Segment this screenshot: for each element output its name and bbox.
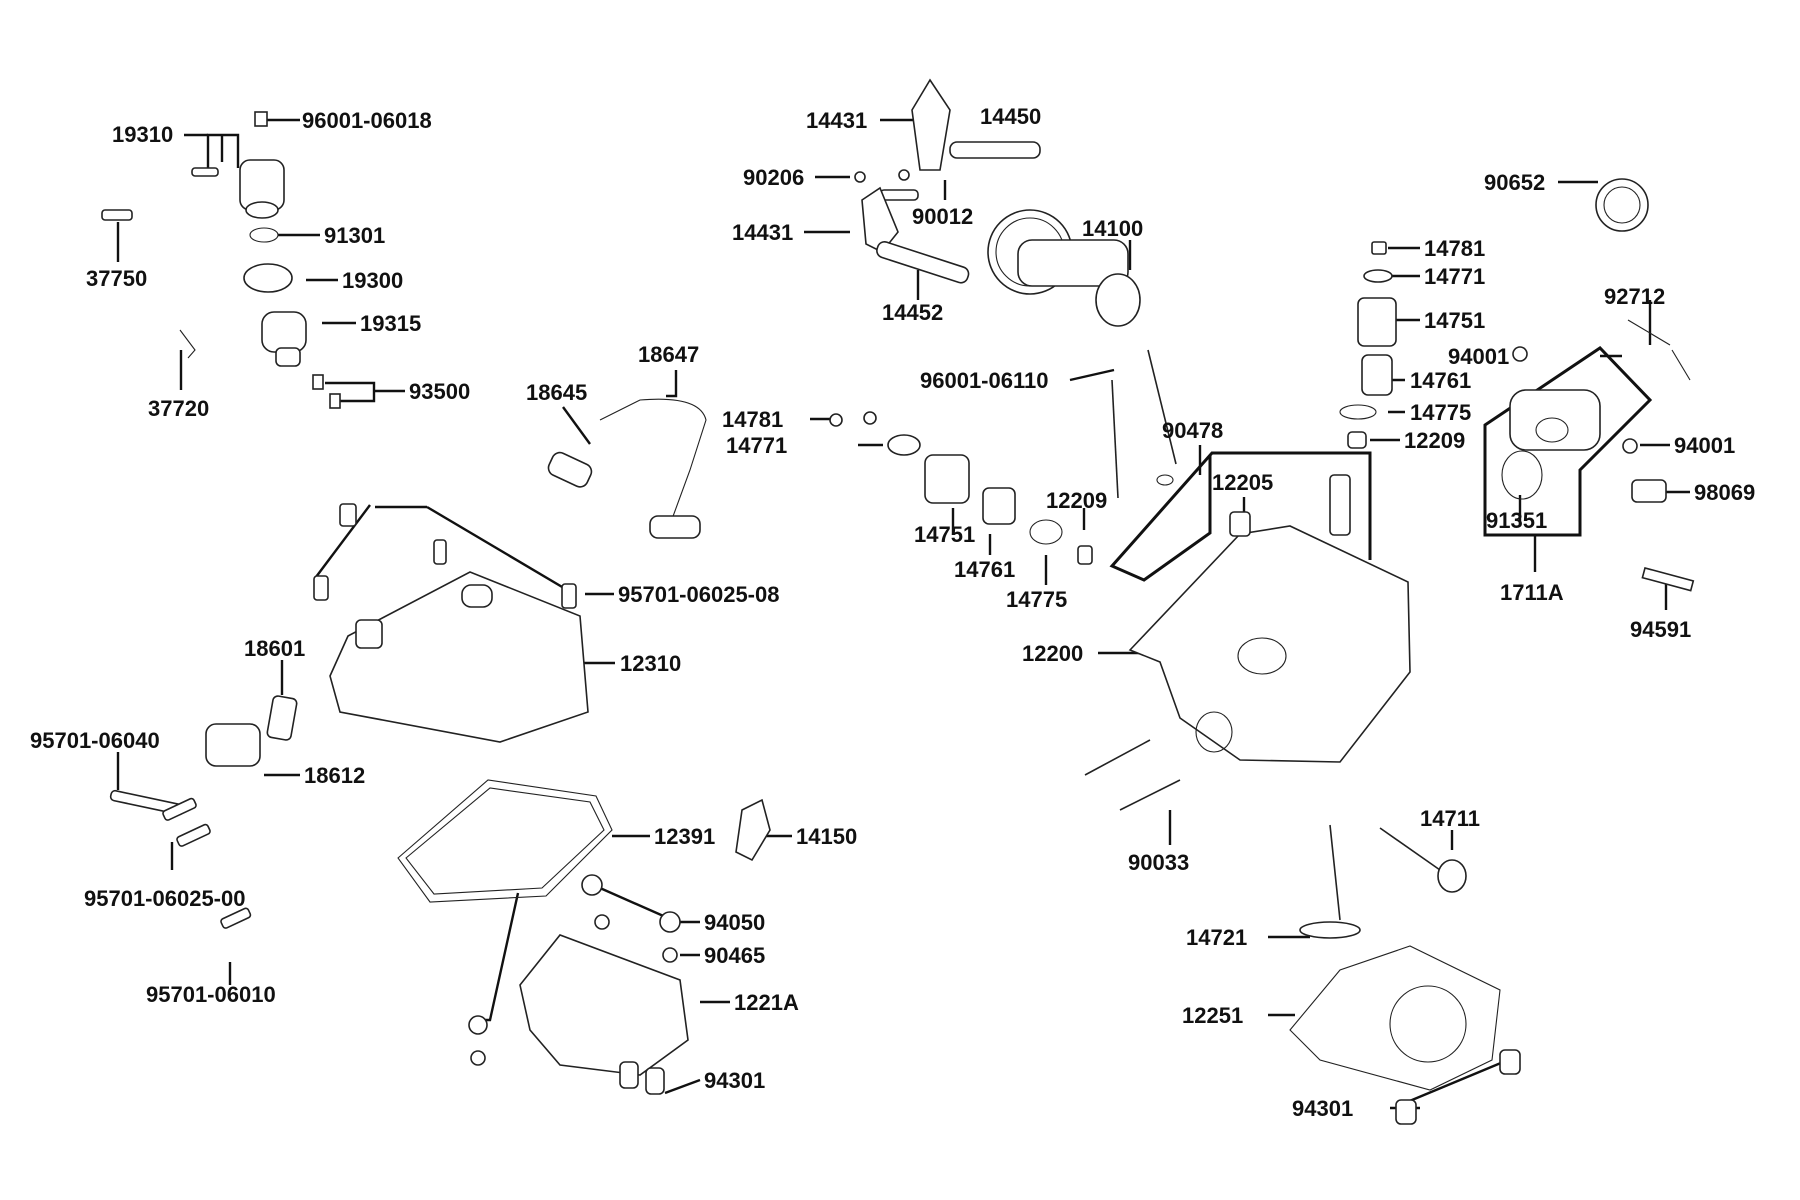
part-label: 91351 — [1486, 508, 1547, 533]
part-label: 12310 — [620, 651, 681, 676]
part-label: 14431 — [732, 220, 793, 245]
part-label: 12251 — [1182, 1003, 1243, 1028]
part-label: 14450 — [980, 104, 1041, 129]
part-label: 91301 — [324, 223, 385, 248]
part-label: 37750 — [86, 266, 147, 291]
part-label: 90033 — [1128, 850, 1189, 875]
part-label: 92712 — [1604, 284, 1665, 309]
part-label: 96001-06110 — [920, 368, 1048, 393]
part-label: 12209 — [1404, 428, 1465, 453]
part-label: 96001-06018 — [302, 108, 432, 133]
part-label: 95701-06025-08 — [618, 582, 779, 607]
part-label: 14775 — [1006, 587, 1067, 612]
part-label: 14751 — [914, 522, 975, 547]
part-label: 14711 — [1420, 806, 1480, 831]
part-label: 94050 — [704, 910, 765, 935]
part-labels: 96001-06018 19310 91301 37750 19300 1931… — [30, 104, 1755, 1121]
part-label: 12391 — [654, 824, 715, 849]
part-label: 94301 — [704, 1068, 765, 1093]
part-label: 12205 — [1212, 470, 1273, 495]
part-label: 18612 — [304, 763, 365, 788]
part-label: 14761 — [954, 557, 1015, 582]
part-label: 94001 — [1448, 344, 1509, 369]
part-label: 95701-06025-00 — [84, 886, 245, 911]
part-label: 90478 — [1162, 418, 1223, 443]
part-label: 94001 — [1674, 433, 1735, 458]
part-label: 90652 — [1484, 170, 1545, 195]
part-label: 98069 — [1694, 480, 1755, 505]
part-label: 95701-06040 — [30, 728, 160, 753]
part-label: 14721 — [1186, 925, 1247, 950]
part-label: 94591 — [1630, 617, 1691, 642]
part-label: 12200 — [1022, 641, 1083, 666]
part-label: 94301 — [1292, 1096, 1353, 1121]
part-label: 95701-06010 — [146, 982, 276, 1007]
part-label: 19315 — [360, 311, 421, 336]
part-label: 14781 — [1424, 236, 1485, 261]
part-label: 14771 — [1424, 264, 1485, 289]
part-label: 14452 — [882, 300, 943, 325]
part-label: 12209 — [1046, 488, 1107, 513]
part-label: 18645 — [526, 380, 587, 405]
part-label: 90465 — [704, 943, 765, 968]
part-label: 14781 — [722, 407, 783, 432]
part-label: 1711A — [1500, 580, 1564, 605]
part-label: 18647 — [638, 342, 699, 367]
part-label: 90012 — [912, 204, 973, 229]
part-label: 90206 — [743, 165, 804, 190]
part-label: 14771 — [726, 433, 787, 458]
part-label: 14775 — [1410, 400, 1471, 425]
part-label: 14751 — [1424, 308, 1485, 333]
part-label: 14761 — [1410, 368, 1471, 393]
part-label: 14150 — [796, 824, 857, 849]
part-label: 19310 — [112, 122, 173, 147]
part-label: 14100 — [1082, 216, 1143, 241]
part-label: 19300 — [342, 268, 403, 293]
leader-lines — [116, 118, 1690, 1110]
part-label: 1221A — [734, 990, 799, 1015]
part-drawings — [101, 78, 1695, 1125]
part-label: 18601 — [244, 636, 305, 661]
part-label: 37720 — [148, 396, 209, 421]
part-label: 14431 — [806, 108, 867, 133]
part-label: 93500 — [409, 379, 470, 404]
